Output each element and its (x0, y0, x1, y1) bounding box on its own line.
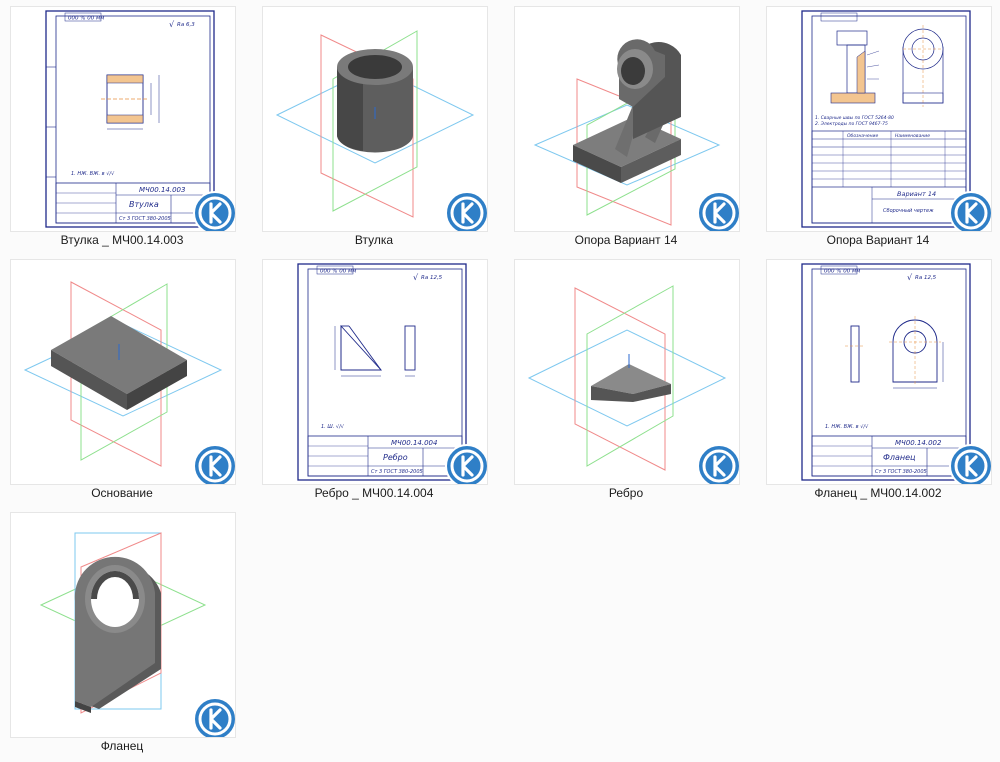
svg-text:√: √ (169, 20, 175, 29)
sheet-stamp-text: 000 % 00 мм (824, 269, 860, 275)
thumbnail-rib-model (514, 259, 740, 485)
thumbnail-support-assembly: 1. Сварные швы по ГОСТ 5264-80 2. Электр… (766, 6, 992, 232)
drawing-sheet-preview: 1. Сварные швы по ГОСТ 5264-80 2. Электр… (801, 10, 971, 228)
kompas-3d-logo-icon (445, 444, 487, 484)
file-name-label: Ребро (608, 486, 644, 500)
svg-text:√: √ (413, 273, 419, 282)
roughness-text: Ra 6,3 (177, 22, 195, 28)
spec-header-designation: Обозначение (847, 133, 878, 139)
drawing-code: МЧ00.14.003 (139, 186, 185, 194)
kompas-3d-logo-icon (193, 191, 235, 231)
model-preview (275, 30, 475, 218)
thumbnail-base-model (10, 259, 236, 485)
model-preview (39, 532, 207, 714)
file-item-bushing-drawing[interactable]: 000 % 00 мм √ Ra 6,3 1. НЖ. ВЖ. в √/√ (2, 0, 254, 252)
drawing-gost: Ст 3 ГОСТ 380-2005 (371, 469, 423, 475)
roughness-text: Ra 12,5 (421, 275, 443, 281)
drawing-gost: Ст 3 ГОСТ 380-2005 (119, 216, 171, 222)
drawing-code: МЧ00.14.002 (895, 439, 942, 447)
model-preview (23, 281, 223, 467)
kompas-3d-logo-icon (949, 444, 991, 484)
file-item-bushing-model[interactable]: Втулка (254, 0, 506, 252)
svg-text:1. Ш. √/√: 1. Ш. √/√ (321, 424, 345, 430)
file-item-base-model[interactable]: Основание (2, 253, 254, 505)
file-name-label: Опора Вариант 14 (574, 233, 678, 247)
svg-text:1. Сварные швы по ГОСТ 5264-80: 1. Сварные швы по ГОСТ 5264-80 (815, 115, 894, 121)
file-item-support-assembly[interactable]: 1. Сварные швы по ГОСТ 5264-80 2. Электр… (758, 0, 1000, 252)
kompas-3d-logo-icon (949, 191, 991, 231)
model-preview (533, 39, 721, 226)
roughness-text: Ra 12,5 (915, 275, 937, 281)
thumbnail-bushing-model (262, 6, 488, 232)
thumbnail-flange-model (10, 512, 236, 738)
drawing-title: Сборочный чертеж (883, 208, 934, 214)
sheet-stamp-text: 000 % 00 мм (320, 269, 356, 275)
file-item-flange-drawing[interactable]: 000 % 00 мм √ Ra 12,5 1. НЖ. ВЖ. в √/√ (758, 253, 1000, 505)
file-item-rib-drawing[interactable]: 000 % 00 мм √ Ra 12,5 1. Ш. √/√ (254, 253, 506, 505)
drawing-code: Вариант 14 (897, 190, 936, 198)
drawing-title: Фланец (883, 453, 916, 462)
drawing-gost: Ст 3 ГОСТ 380-2005 (875, 469, 927, 475)
kompas-3d-logo-icon (697, 444, 739, 484)
thumbnail-rib-drawing: 000 % 00 мм √ Ra 12,5 1. Ш. √/√ (262, 259, 488, 485)
file-item-flange-model[interactable]: Фланец (2, 506, 254, 758)
file-name-label: Основание (91, 486, 153, 500)
spec-header-name: Наименование (895, 133, 930, 139)
kompas-3d-logo-icon (193, 444, 235, 484)
svg-text:√: √ (907, 273, 913, 282)
file-name-label: Фланец _ МЧ00.14.002 (814, 486, 942, 500)
file-item-rib-model[interactable]: Ребро (506, 253, 758, 505)
model-preview (527, 285, 727, 471)
drawing-title: Втулка (129, 200, 159, 209)
drawing-title: Ребро (383, 453, 408, 462)
svg-text:1. НЖ. ВЖ. в √/√: 1. НЖ. ВЖ. в √/√ (71, 171, 115, 177)
file-name-label: Втулка _ МЧ00.14.003 (60, 233, 184, 247)
kompas-3d-logo-icon (697, 191, 739, 231)
svg-text:1. НЖ. ВЖ. в √/√: 1. НЖ. ВЖ. в √/√ (825, 424, 869, 430)
drawing-code: МЧ00.14.004 (391, 439, 437, 447)
kompas-3d-logo-icon (193, 697, 235, 737)
kompas-3d-logo-icon (445, 191, 487, 231)
thumbnail-bushing-drawing: 000 % 00 мм √ Ra 6,3 1. НЖ. ВЖ. в √/√ (10, 6, 236, 232)
svg-text:2. Электроды по ГОСТ 9467-75: 2. Электроды по ГОСТ 9467-75 (815, 121, 888, 127)
thumbnail-flange-drawing: 000 % 00 мм √ Ra 12,5 1. НЖ. ВЖ. в √/√ (766, 259, 992, 485)
drawing-sheet-preview: 000 % 00 мм √ Ra 12,5 1. Ш. √/√ (297, 263, 467, 481)
file-item-support-model[interactable]: Опора Вариант 14 (506, 0, 758, 252)
drawing-sheet-preview: 000 % 00 мм √ Ra 6,3 1. НЖ. ВЖ. в √/√ (45, 10, 215, 228)
file-name-label: Втулка (354, 233, 394, 247)
drawing-sheet-preview: 000 % 00 мм √ Ra 12,5 1. НЖ. ВЖ. в √/√ (801, 263, 971, 481)
file-name-label: Фланец (100, 739, 144, 753)
file-name-label: Ребро _ МЧ00.14.004 (314, 486, 434, 500)
sheet-stamp-text: 000 % 00 мм (68, 16, 104, 22)
file-name-label: Опора Вариант 14 (826, 233, 930, 247)
thumbnail-support-model (514, 6, 740, 232)
